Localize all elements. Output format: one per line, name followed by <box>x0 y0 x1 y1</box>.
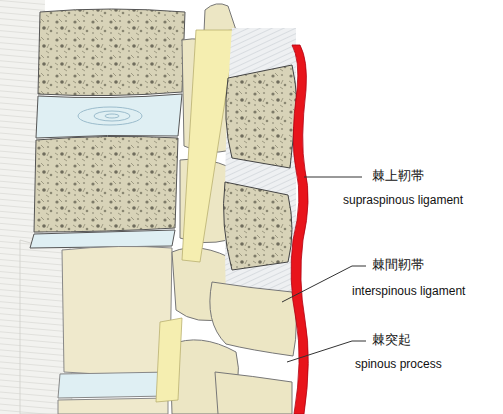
supraspinous-ligament <box>291 45 308 414</box>
part-label: 棘間靭帯 <box>372 257 424 273</box>
part-label: spinous process <box>355 357 442 371</box>
part-label: supraspinous ligament <box>343 193 463 207</box>
part-label: interspinous ligament <box>352 284 465 298</box>
vertebral-bodies <box>30 9 185 414</box>
spinous-processes <box>210 65 297 414</box>
part-label: 棘上靭帯 <box>372 168 424 184</box>
part-label: 棘突起 <box>372 332 411 348</box>
